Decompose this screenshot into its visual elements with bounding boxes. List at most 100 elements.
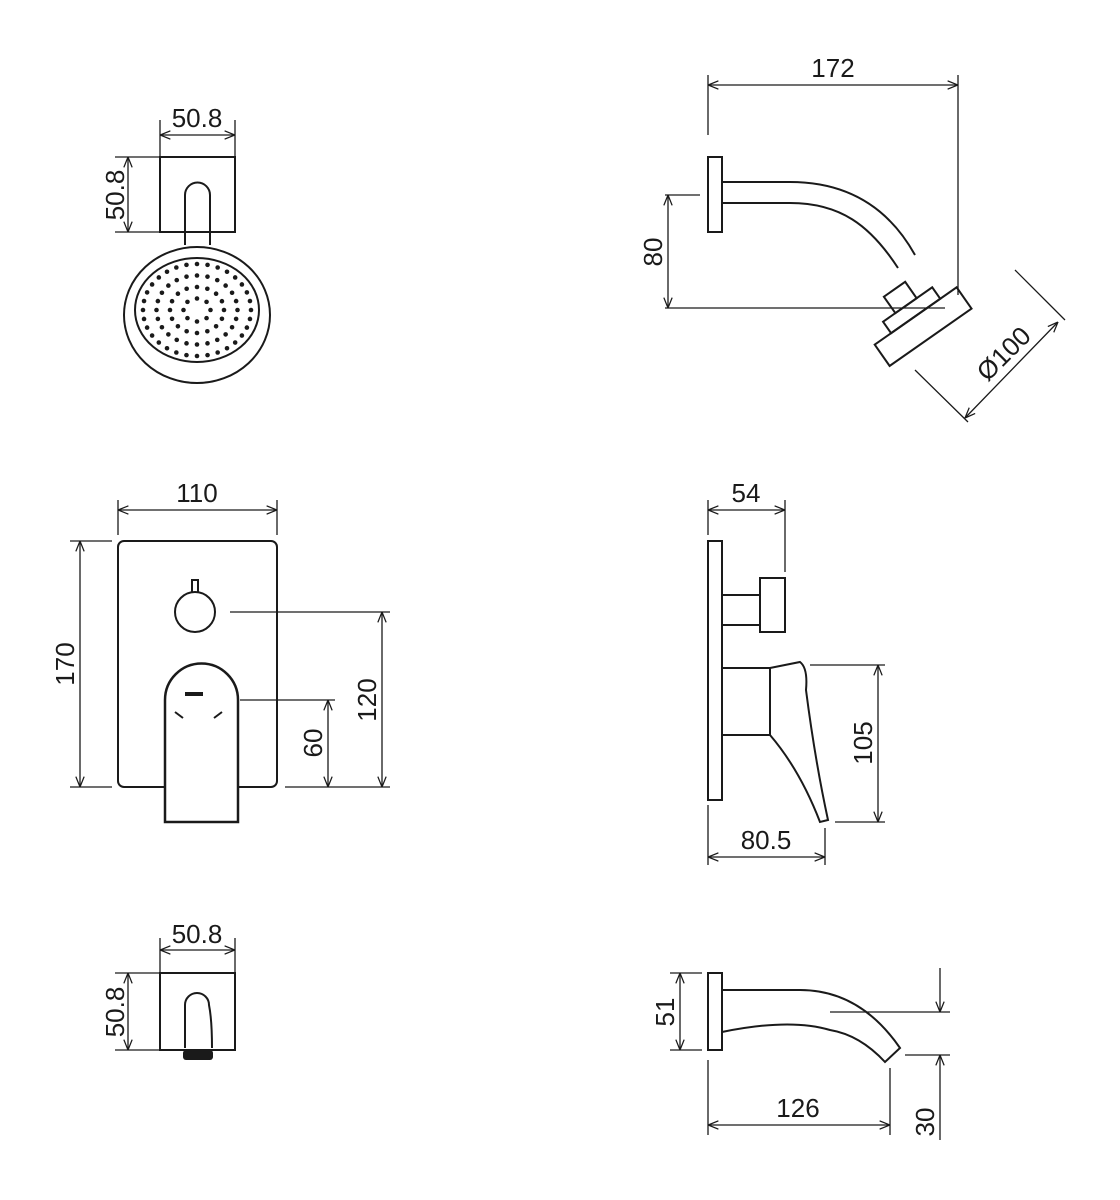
nozzle-dot [166,332,171,337]
nozzle-dot [233,316,239,322]
nozzle-dot [247,316,253,322]
nozzle-dot [247,298,253,304]
nozzle-dot [156,340,162,345]
nozzle-dot [223,283,228,288]
nozzle-dot [232,340,238,345]
mixer-front-view: 110 170 120 60 [50,478,390,824]
nozzle-dot [154,307,159,313]
nozzle-dot [167,307,173,313]
nozzle-dot [174,350,179,355]
nozzle-dot [244,325,250,330]
nozzle-dot [214,337,220,343]
nozzle-dot [233,298,239,304]
dim-lever-length: 105 [848,721,878,764]
nozzle-dot [181,307,186,313]
nozzle-dot [194,273,200,278]
nozzle-dot [219,298,225,304]
nozzle-dot [204,299,209,305]
nozzle-dot [205,341,210,346]
dim-spout-drop: 30 [910,1108,940,1137]
nozzle-dot [184,262,189,268]
spout-front-view: 50.8 50.8 [100,919,236,1060]
shower-head-front-view: 50.8 50.8 [100,103,271,384]
nozzle-dot [214,277,220,283]
nozzle-dot [144,325,150,330]
nozzle-dot [194,261,200,267]
nozzle-dot [194,353,200,359]
nozzle-dot [169,298,175,304]
nozzle-dot [155,316,161,322]
dim-width: 50.8 [172,103,223,133]
nozzle-dot [213,323,219,329]
nozzle-dot [204,315,209,321]
shower-nozzles [140,261,254,359]
nozzle-dot [223,332,228,337]
nozzle-dot [184,286,189,292]
dim-plate-height: 51 [650,998,680,1027]
nozzle-dot [213,291,219,297]
dim-diverter-height: 120 [352,678,382,721]
nozzle-dot [248,307,254,313]
nozzle-dot [174,265,179,270]
nozzle-dot [184,341,189,346]
nozzle-dot [149,333,155,338]
nozzle-dot [149,282,155,287]
dim-lever-depth: 80.5 [741,825,792,855]
nozzle-dot [159,324,165,330]
nozzle-dot [215,350,220,355]
spout-side-view: 51 126 30 [650,968,950,1140]
dim-handle-height: 60 [298,729,328,758]
dim-height: 50.8 [100,987,130,1038]
nozzle-dot [184,328,189,334]
nozzle-dot [229,290,235,296]
nozzle-dot [141,298,147,304]
nozzle-dot [205,274,210,279]
nozzle-dot [174,277,180,283]
nozzle-dot [175,323,181,329]
nozzle-dot [166,283,171,288]
nozzle-dot [156,275,162,280]
nozzle-dot [184,352,189,358]
nozzle-dot [229,324,235,330]
nozzle-dot [185,299,190,305]
nozzle-dot [208,307,213,313]
nozzle-dot [239,282,245,287]
dim-spout-length: 126 [776,1093,819,1123]
nozzle-dot [205,352,210,358]
nozzle-dot [164,269,170,275]
nozzle-dot [205,262,210,268]
nozzle-dot [239,333,245,338]
nozzle-dot [194,284,200,290]
nozzle-dot [164,345,170,351]
nozzle-dot [205,328,210,334]
dim-plate-width: 110 [176,478,217,508]
nozzle-dot [175,291,181,297]
nozzle-dot [221,307,227,313]
nozzle-dot [174,337,180,343]
dim-arm-length: 172 [811,53,854,83]
nozzle-dot [224,345,230,351]
nozzle-dot [194,342,200,347]
nozzle-dot [215,265,220,270]
nozzle-dot [169,316,175,322]
dim-plate-height: 170 [50,642,80,685]
dim-height: 50.8 [100,170,130,221]
dim-width: 50.8 [172,919,223,949]
nozzle-dot [144,290,150,295]
nozzle-dot [194,296,200,301]
shower-head-side-view: 172 80 Ø100 [638,53,1066,423]
nozzle-dot [205,286,210,292]
nozzle-dot [219,316,225,322]
nozzle-dot [185,315,190,321]
nozzle-dot [244,290,250,295]
mixer-side-view: 54 105 80.5 [707,478,885,865]
nozzle-dot [141,316,147,322]
dim-diverter-depth: 54 [732,478,761,508]
nozzle-dot [232,275,238,280]
dim-drop: 80 [638,238,668,267]
nozzle-dot [140,307,146,313]
nozzle-dot [155,298,161,304]
nozzle-dot [184,274,189,279]
nozzle-dot [224,269,230,275]
